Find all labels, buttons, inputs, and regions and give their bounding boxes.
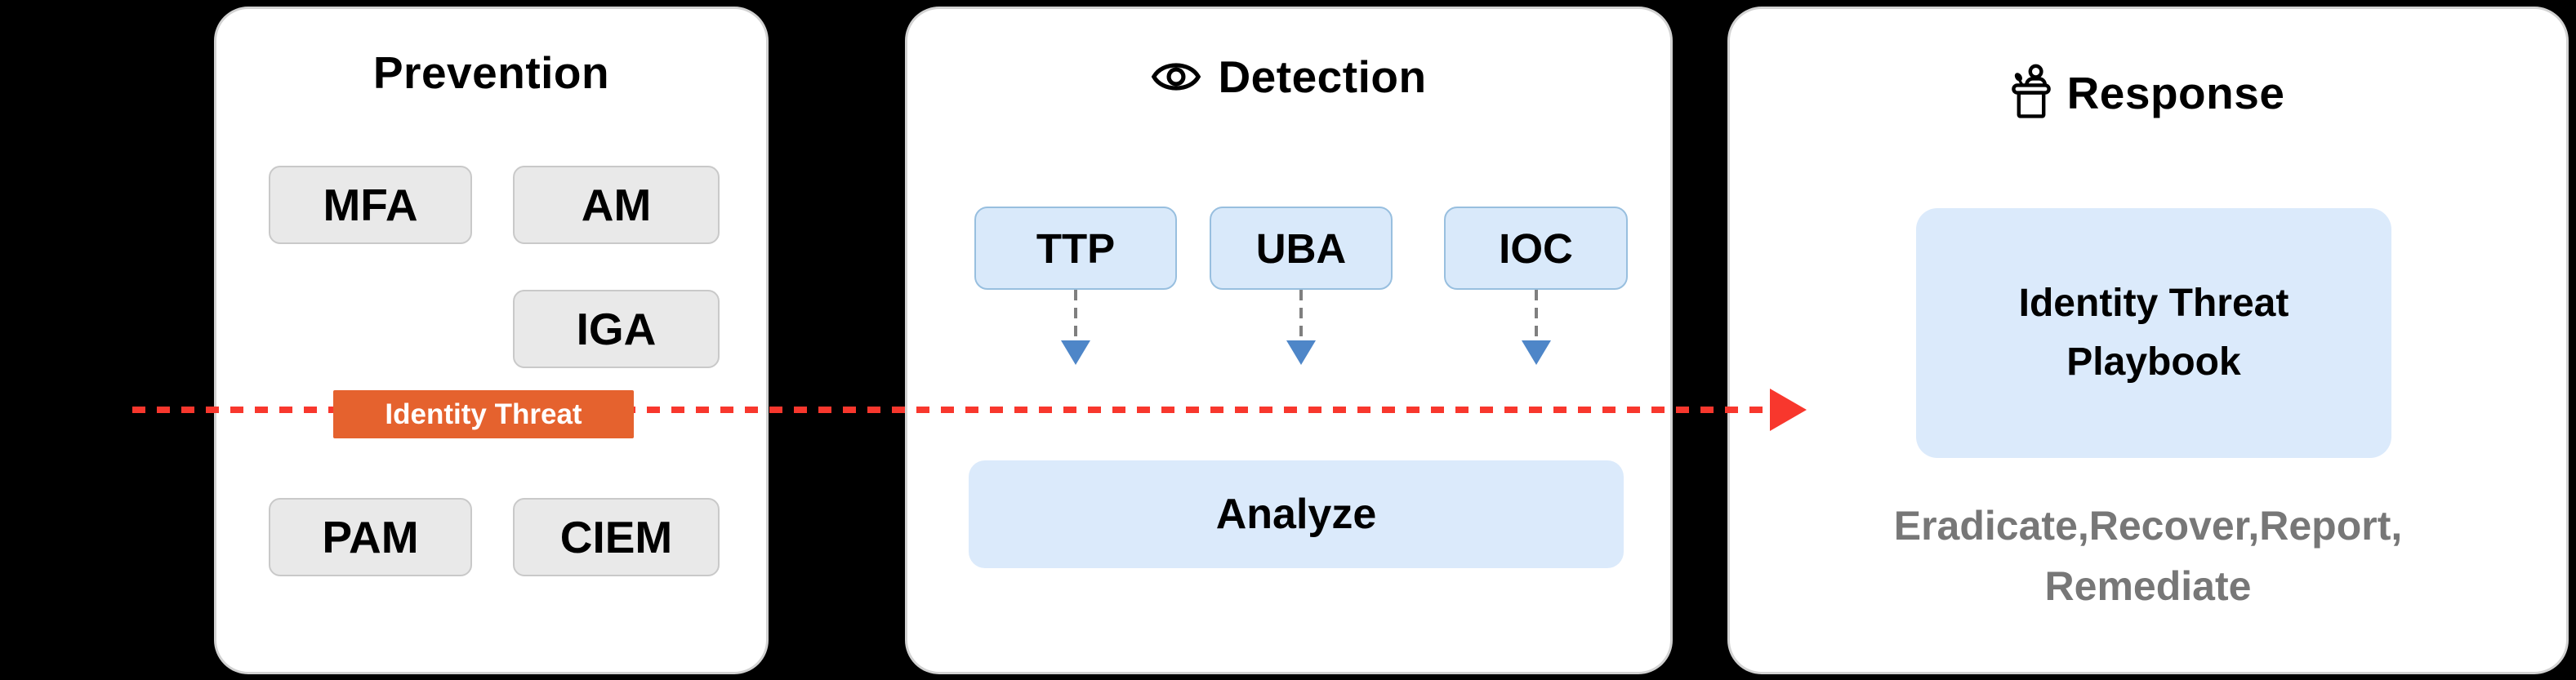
uba-arrow-dash [1299,290,1303,340]
ioc-arrow-dash [1534,290,1538,340]
actions-line2: Remediate [2044,563,2252,609]
ttp-arrowhead-icon [1061,340,1090,365]
threat-flow-dashed-line [132,407,1770,413]
ttp-box: TTP [974,207,1177,290]
detection-title: Detection [1218,51,1427,102]
analyze-box: Analyze [969,460,1624,568]
pam-label: PAM [322,512,419,562]
identity-threat-badge-label: Identity Threat [385,398,582,430]
detection-header: Detection [907,51,1670,102]
identity-threat-badge: Identity Threat [333,390,634,438]
identity-threat-playbook-box: Identity Threat Playbook [1916,208,2391,458]
ioc-source: IOC [1444,207,1628,365]
ttp-source: TTP [974,207,1177,365]
mfa-box: MFA [269,166,472,244]
prevention-panel: Prevention MFA AM IGA PAM CIEM [214,7,769,674]
response-actions-text: Eradicate,Recover,Report, Remediate [1730,496,2566,616]
detection-panel: Detection TTP UBA IOC Analyze [905,7,1673,674]
uba-arrowhead-icon [1286,340,1316,365]
iga-box: IGA [513,290,720,368]
actions-line1: Eradicate,Recover,Report, [1893,503,2403,549]
iga-label: IGA [576,304,657,354]
response-title: Response [2066,67,2285,118]
uba-source: UBA [1210,207,1393,365]
response-panel: Response Identity Threat Playbook Eradic… [1727,7,2569,674]
response-header: Response [1730,60,2566,127]
ttp-arrow-dash [1074,290,1077,340]
prevention-title: Prevention [372,47,610,98]
playbook-label-line2: Playbook [2066,340,2241,384]
mfa-label: MFA [323,180,418,230]
am-label: AM [581,180,652,230]
uba-label: UBA [1255,224,1347,272]
playbook-label-line1: Identity Threat [2018,282,2289,325]
pam-box: PAM [269,498,472,576]
eye-icon [1151,56,1201,98]
ttp-label: TTP [1036,224,1116,272]
analyze-label: Analyze [1215,491,1377,538]
ciem-label: CIEM [559,512,673,562]
ciem-box: CIEM [513,498,720,576]
ioc-box: IOC [1444,207,1628,290]
ioc-arrowhead-icon [1521,340,1551,365]
ioc-label: IOC [1499,224,1573,272]
prevention-header: Prevention [216,48,766,97]
uba-box: UBA [1210,207,1393,290]
podium-icon [2011,62,2051,124]
am-box: AM [513,166,720,244]
threat-flow-arrowhead-icon [1770,389,1807,431]
